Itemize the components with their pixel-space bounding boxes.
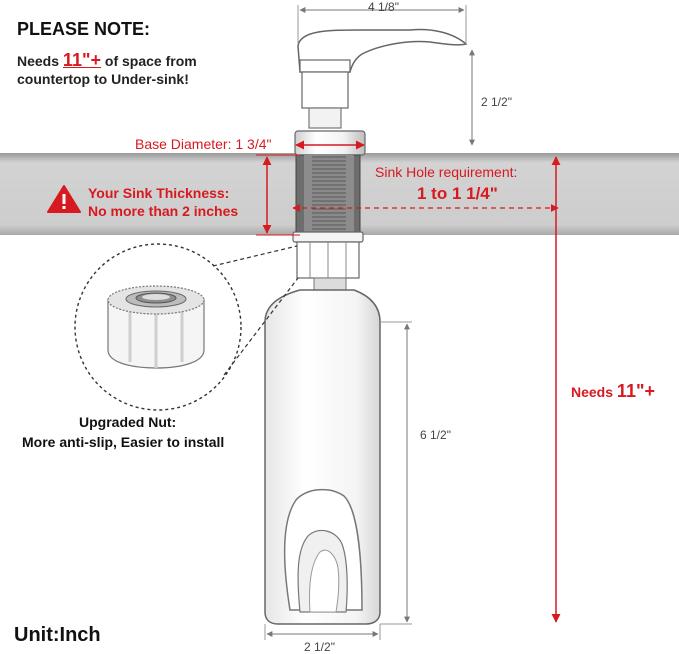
base-flange (294, 130, 366, 156)
upgraded-nut-illustration (107, 285, 205, 369)
total-space-prefix: Needs (571, 384, 614, 400)
warning-icon (47, 185, 81, 213)
nut-description: More anti-slip, Easier to install (22, 434, 225, 450)
soap-bottle (264, 289, 381, 625)
sink-hole-line2: 1 to 1 1/4" (417, 184, 498, 203)
sink-thickness-line1: Your Sink Thickness: (88, 185, 230, 201)
zoom-line-bottom (223, 277, 299, 376)
note-line1-highlight: 11"+ (62, 50, 101, 70)
note-line1-prefix: Needs (17, 53, 60, 69)
note-line1-suffix: of space from (104, 53, 197, 69)
lock-nut (296, 241, 360, 279)
pump-height-label: 2 1/2" (481, 95, 512, 109)
unit-label: Unit:Inch (14, 624, 101, 646)
base-diameter-label: Base Diameter: 1 3/4" (135, 136, 272, 152)
total-space-label: Needs 11"+ (571, 381, 655, 402)
sink-hole-line1: Sink Hole requirement: (375, 164, 518, 180)
zoom-line-top (212, 245, 298, 267)
pump-head (297, 28, 468, 129)
sink-thickness-line2: No more than 2 inches (88, 203, 239, 219)
note-line2: countertop to Under-sink! (17, 71, 189, 87)
washer (292, 231, 364, 243)
total-space-value: 11"+ (616, 381, 655, 401)
bottle-height-label: 6 1/2" (420, 428, 451, 442)
spout-width-label: 4 1/8" (368, 0, 399, 14)
note-line1: Needs 11"+ of space from (17, 50, 197, 71)
note-title: PLEASE NOTE: (17, 19, 151, 39)
nut-title: Upgraded Nut: (79, 414, 177, 430)
bottle-width-label: 2 1/2" (304, 640, 335, 654)
